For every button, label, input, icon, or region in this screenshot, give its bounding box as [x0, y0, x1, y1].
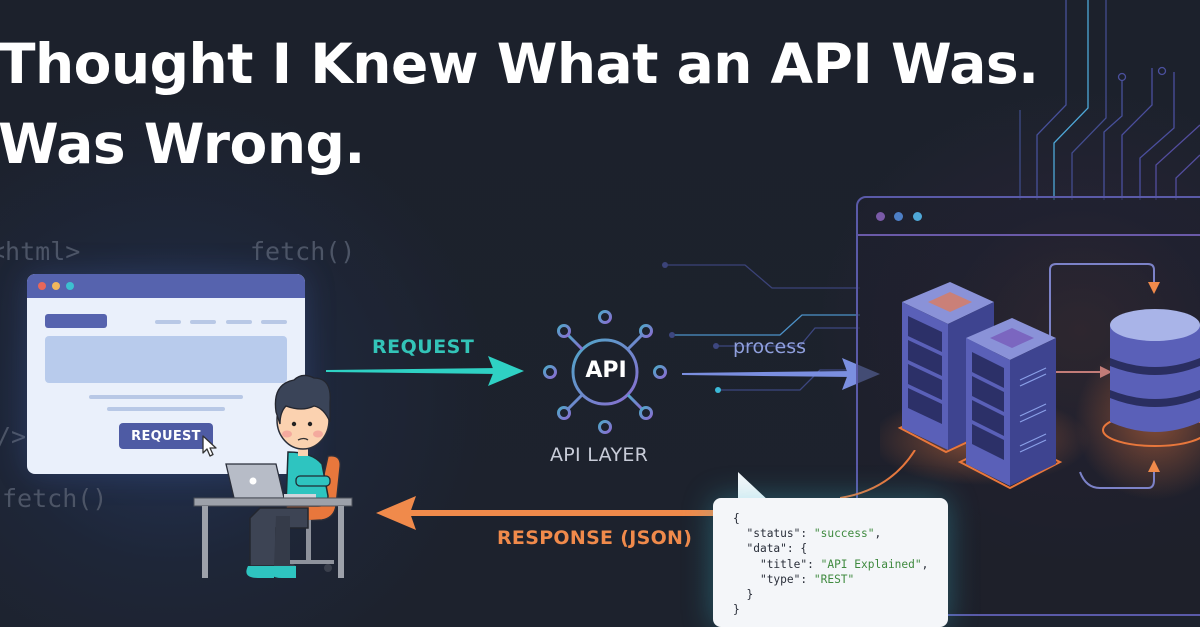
circuit-traces-middle: [662, 262, 860, 393]
process-label: process: [733, 336, 807, 358]
response-label: RESPONSE (JSON): [497, 527, 693, 549]
json-code: { "status": "success", "data": { "title"…: [733, 512, 929, 617]
request-arrow-icon: [326, 356, 524, 386]
close-dot-icon: [38, 282, 46, 290]
request-button[interactable]: REQUEST: [119, 423, 213, 449]
nav-link-placeholder: [190, 320, 216, 324]
speech-bubble-tail: [738, 472, 770, 502]
browser-title-bar: [27, 274, 305, 298]
api-hub-icon: [543, 310, 667, 434]
window-dot-icon: [913, 212, 922, 221]
client-browser-window: REQUEST: [27, 274, 305, 474]
nav-link-placeholder: [226, 320, 252, 324]
hero-banner-placeholder: [45, 336, 287, 383]
code-snippet-html-tag: <html>: [0, 237, 81, 266]
response-curve: [840, 450, 916, 499]
api-layer-label: API LAYER: [550, 444, 649, 466]
mouse-cursor-icon: [202, 435, 217, 457]
server-racks-and-database-illustration: [880, 263, 1200, 500]
process-arrow-icon: [682, 358, 880, 390]
text-line-placeholder: [107, 407, 225, 411]
window-dot-icon: [876, 212, 885, 221]
headline-line-1: Thought I Knew What an API Was.: [0, 32, 1039, 96]
circuit-traces: [980, 0, 1200, 200]
api-hub-label: API: [585, 358, 627, 383]
minimize-dot-icon: [52, 282, 60, 290]
window-dot-icon: [894, 212, 903, 221]
code-snippet-fetch: fetch(): [250, 237, 356, 266]
code-snippet-fetch: fetch(): [2, 484, 108, 513]
site-logo-placeholder: [45, 314, 107, 328]
response-arrow-icon: [376, 496, 714, 530]
developer-at-desk-illustration: [193, 374, 353, 578]
json-response-card: { "status": "success", "data": { "title"…: [713, 498, 948, 627]
code-snippet-self-close: />: [0, 422, 27, 451]
maximize-dot-icon: [66, 282, 74, 290]
text-line-placeholder: [89, 395, 243, 399]
nav-link-placeholder: [155, 320, 181, 324]
headline-line-2: Was Wrong.: [0, 112, 365, 176]
request-label: REQUEST: [372, 336, 475, 358]
nav-link-placeholder: [261, 320, 287, 324]
